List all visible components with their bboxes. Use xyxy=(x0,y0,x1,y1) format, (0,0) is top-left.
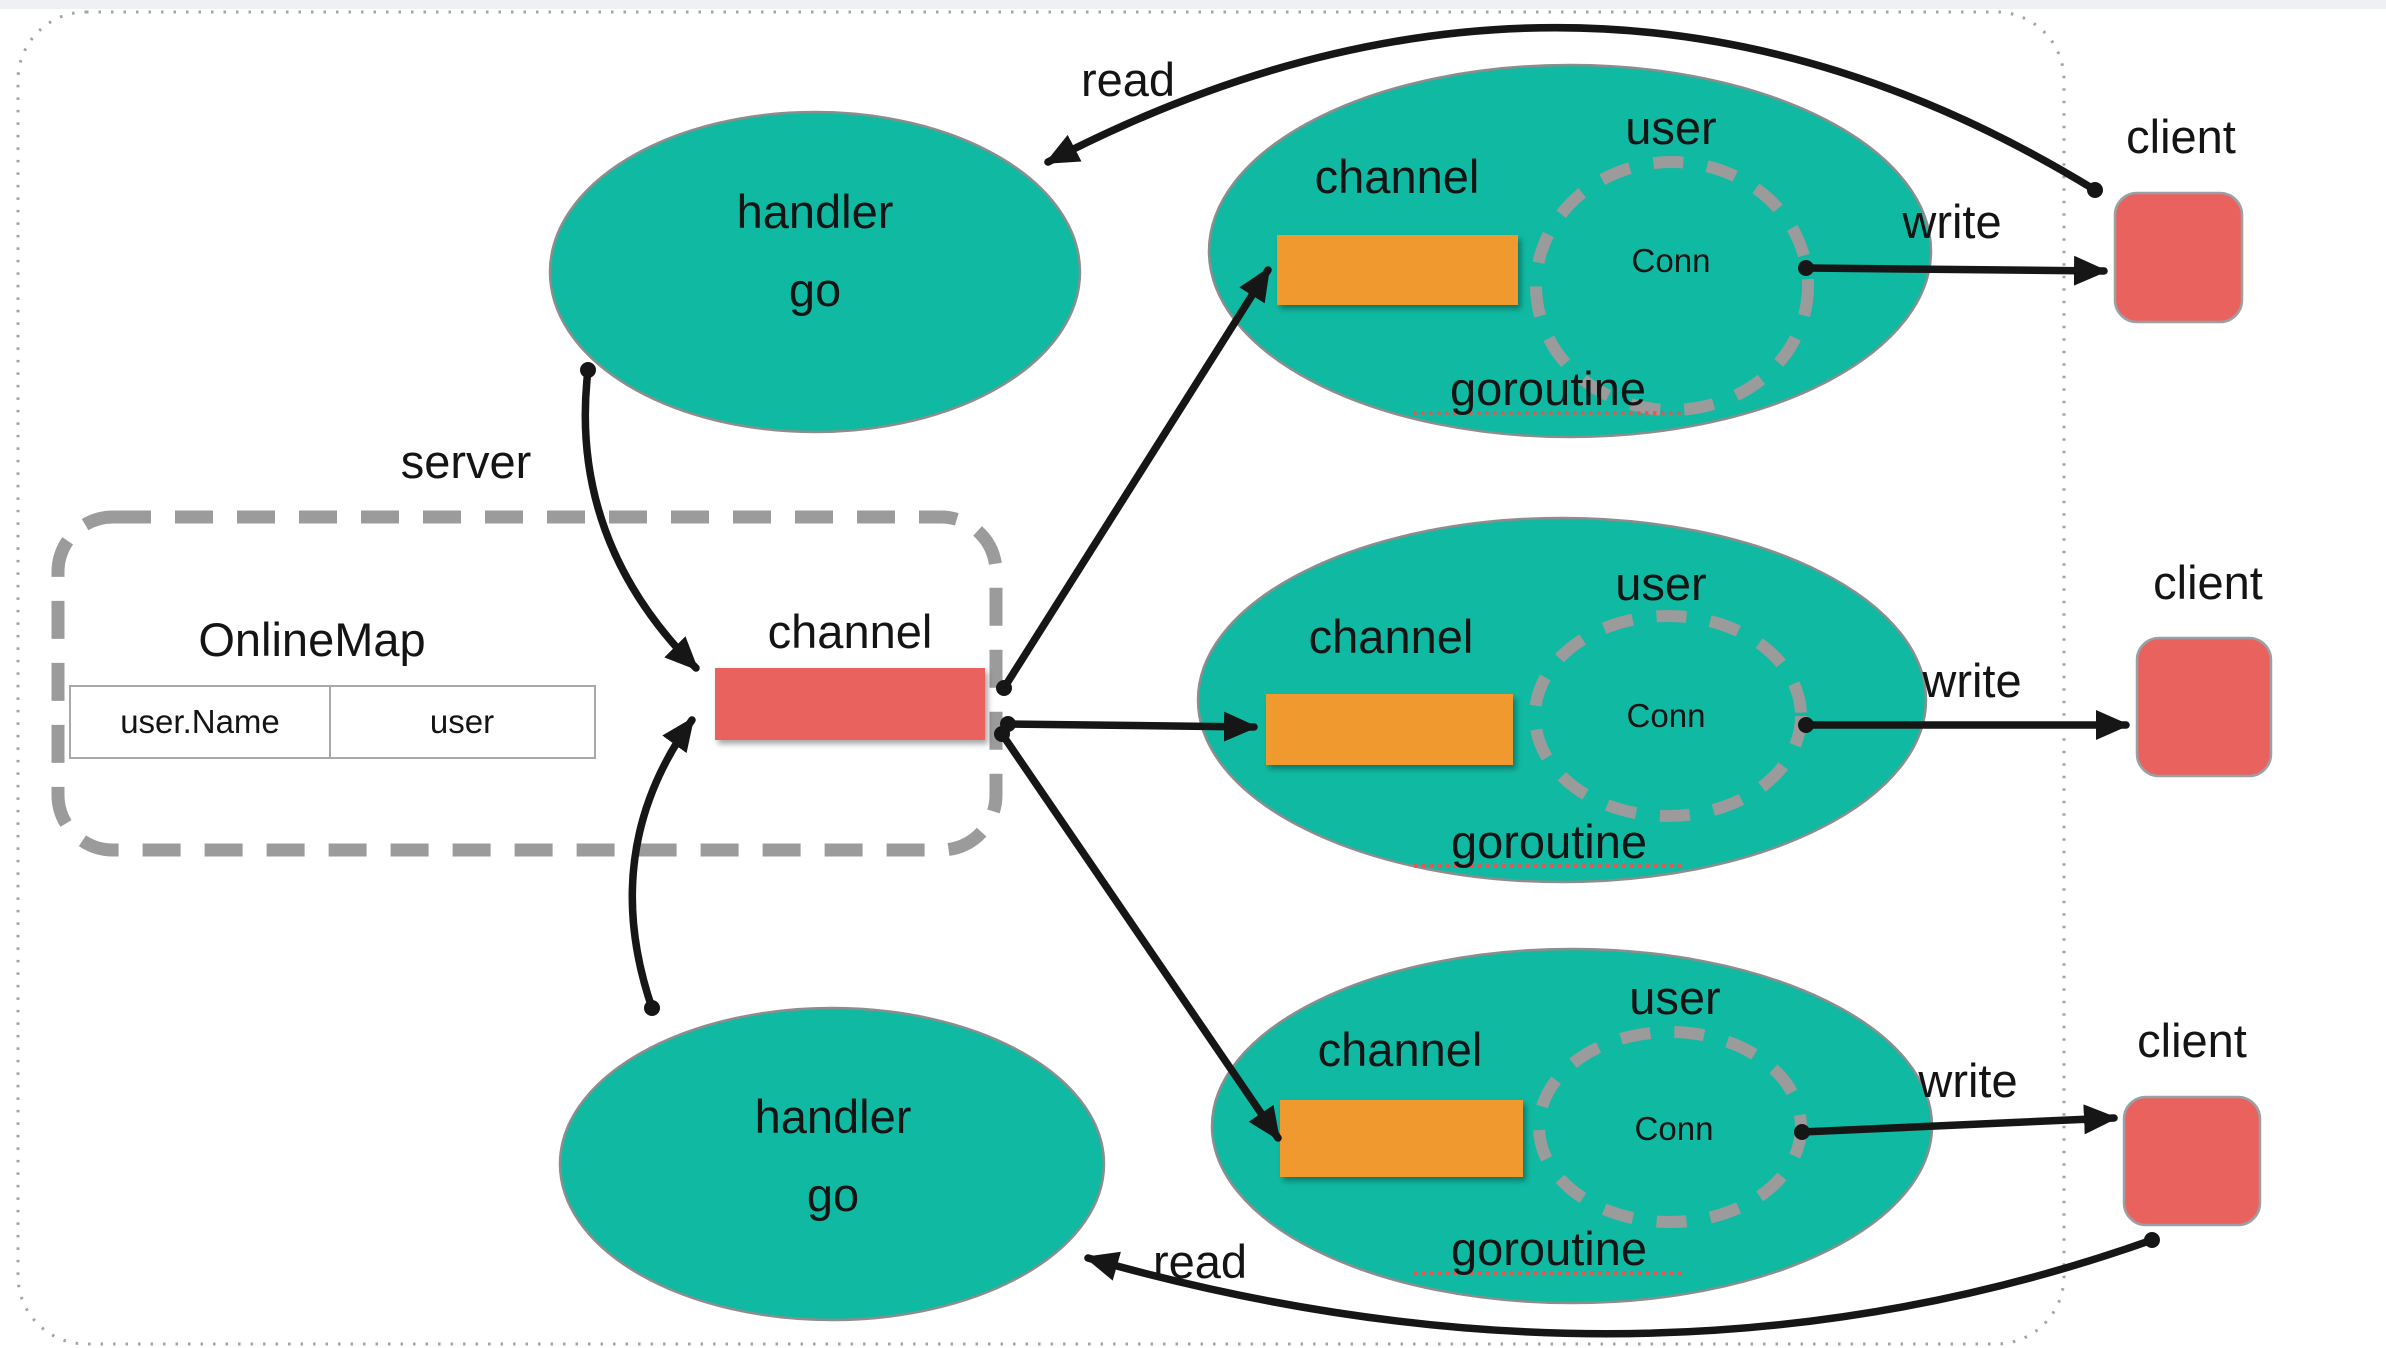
channel-fanout-dot-3 xyxy=(994,726,1010,742)
server-dashed-box xyxy=(51,510,1003,857)
handler-bottom-label-line2: go xyxy=(807,1168,859,1221)
goroutine-channel-rect-3 xyxy=(1280,1100,1523,1177)
outer-dotted-border xyxy=(16,10,2066,1346)
goroutine-1-channel-label: channel xyxy=(1315,150,1480,203)
goroutine-2-channel-label: channel xyxy=(1309,610,1474,663)
goroutine-1-user-label: user xyxy=(1625,101,1716,154)
read-top-label: read xyxy=(1081,53,1175,106)
read-top-start-dot xyxy=(2087,182,2103,198)
arrow-channel-to-goroutine-1 xyxy=(1000,266,1272,692)
goroutine-2-user-label: user xyxy=(1615,557,1706,610)
goroutine-2-conn-label: Conn xyxy=(1627,697,1706,734)
onlinemap-value-cell-text: user xyxy=(430,703,494,740)
onlinemap-key-cell-text: user.Name xyxy=(120,703,280,740)
arrow-channel-to-goroutine-2 xyxy=(1004,711,1258,742)
goroutine-channel-rect-1 xyxy=(1277,235,1518,305)
arrow-handler-top-to-channel xyxy=(581,366,700,672)
arrow-read-top xyxy=(1044,23,2099,194)
write-label-3: write xyxy=(1917,1054,2017,1107)
onlinemap-title: OnlineMap xyxy=(198,613,425,666)
read-bottom-label: read xyxy=(1153,1235,1247,1288)
goroutine-ellipse-2 xyxy=(1196,516,1928,884)
handler-ellipse-bottom xyxy=(558,1006,1106,1322)
handler-top-label-line2: go xyxy=(789,263,841,316)
write-label-2: write xyxy=(1921,654,2021,707)
conn-dashed-circle-1 xyxy=(1530,156,1814,416)
write-label-1: write xyxy=(1901,195,2001,248)
arrow-read-bottom xyxy=(1084,1236,2156,1338)
read-bottom-start-dot xyxy=(2144,1232,2160,1248)
channel-fanout-dot-1 xyxy=(996,680,1012,696)
handler-top-curve-start-dot xyxy=(580,362,596,378)
goroutine-3-channel-label: channel xyxy=(1318,1023,1483,1076)
goroutine-ellipse-1 xyxy=(1207,63,1933,439)
client-rect-3 xyxy=(2122,1095,2262,1227)
client-rect-1 xyxy=(2113,191,2244,324)
client-label-1: client xyxy=(2126,110,2236,163)
arrow-write-3 xyxy=(1798,1104,2118,1136)
window-top-strip xyxy=(0,0,2386,9)
handler-top-label-line1: handler xyxy=(737,185,894,238)
server-channel-label: channel xyxy=(768,605,933,658)
handler-bottom-curve-start-dot xyxy=(644,1000,660,1016)
goroutine-3-name-label: goroutine xyxy=(1451,1222,1647,1275)
client-rect-2 xyxy=(2135,636,2273,778)
write-start-dot-1 xyxy=(1798,260,1814,276)
goroutine-3-conn-label: Conn xyxy=(1635,1110,1714,1147)
goroutine-2-name-label: goroutine xyxy=(1451,815,1647,868)
arrow-handler-bottom-to-channel xyxy=(628,716,696,1012)
server-channel-rect xyxy=(715,668,985,740)
goroutine-3-user-label: user xyxy=(1629,971,1720,1024)
arrow-channel-to-goroutine-3 xyxy=(998,730,1282,1142)
write-start-dot-2 xyxy=(1798,717,1814,733)
goroutine-channel-rect-2 xyxy=(1266,694,1513,765)
goroutine-1-name-label: goroutine xyxy=(1450,362,1646,415)
goroutine-1-conn-label: Conn xyxy=(1632,242,1711,279)
conn-dashed-circle-2 xyxy=(1529,610,1807,822)
server-label: server xyxy=(401,435,532,488)
onlinemap-table-value-cell xyxy=(329,685,596,759)
write-start-dot-3 xyxy=(1794,1124,1810,1140)
arrow-write-1 xyxy=(1802,255,2108,286)
client-label-3: client xyxy=(2137,1014,2247,1067)
onlinemap-table-key-cell xyxy=(69,685,331,759)
client-label-2: client xyxy=(2153,556,2263,609)
handler-ellipse-top xyxy=(548,110,1082,434)
handler-bottom-label-line1: handler xyxy=(755,1090,912,1143)
